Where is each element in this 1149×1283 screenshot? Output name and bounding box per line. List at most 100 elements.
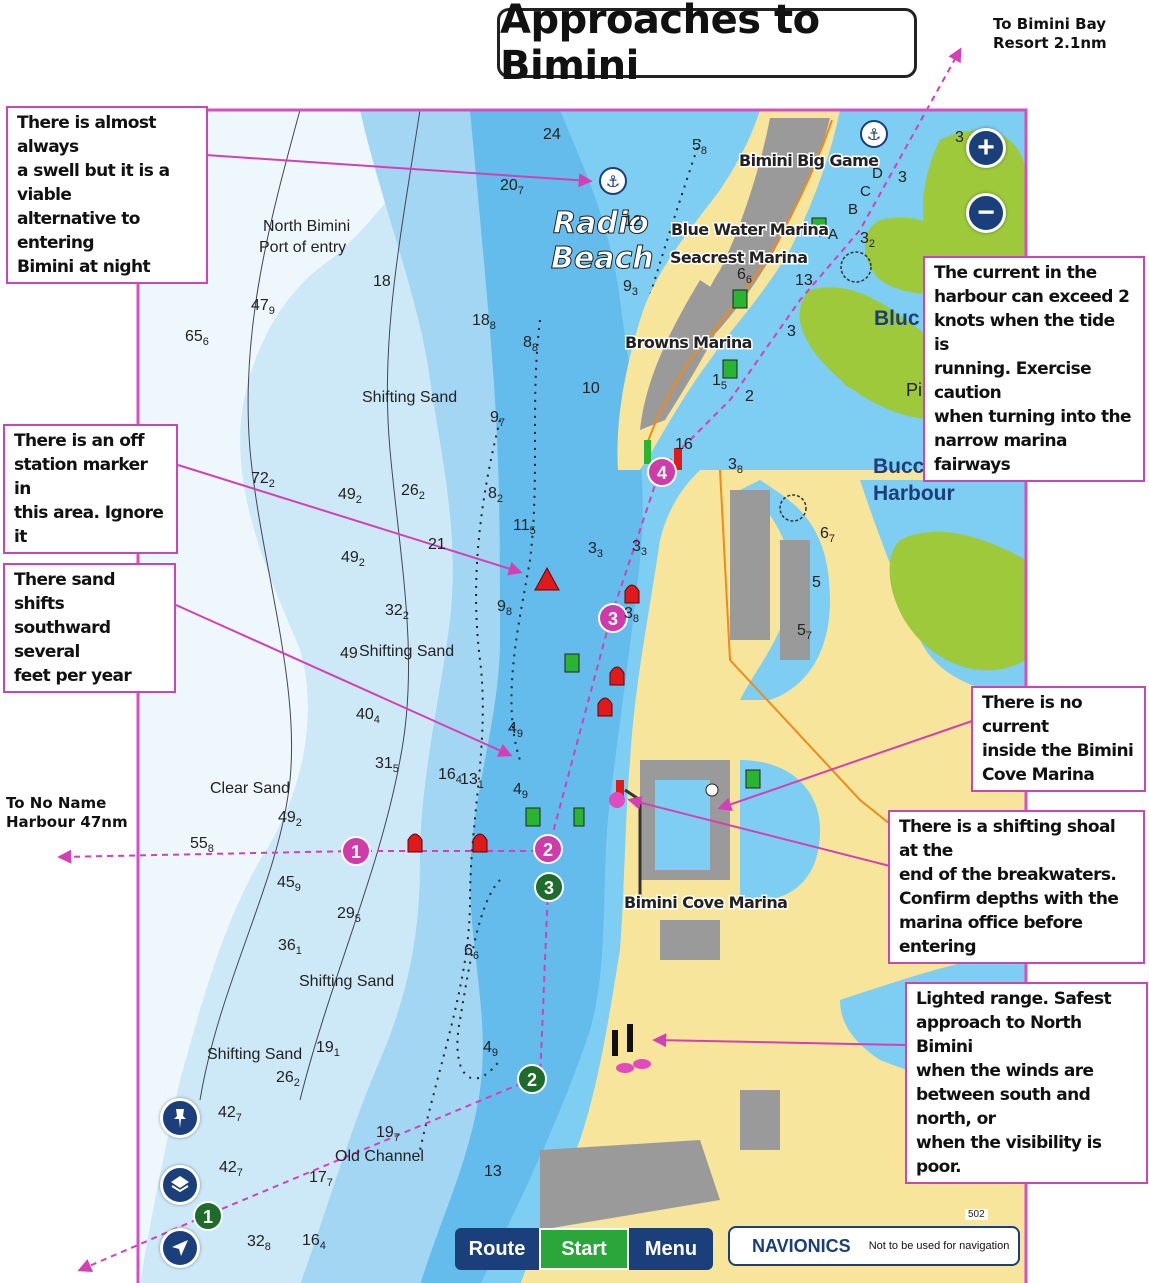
callout-line: Confirm depths with the bbox=[899, 889, 1119, 909]
callout-line: marina office before entering bbox=[899, 913, 1083, 957]
light-flare-icon bbox=[633, 1059, 651, 1069]
developed-area bbox=[730, 490, 770, 640]
depth-sounding: 3 bbox=[787, 323, 796, 340]
callout-line: Lighted range. Safest bbox=[916, 989, 1112, 1009]
red-buoy-icon bbox=[407, 833, 423, 853]
callout-line: The current in the bbox=[934, 263, 1097, 283]
menu-button[interactable]: Menu bbox=[629, 1228, 713, 1270]
waypoint-magenta-1: 1 bbox=[341, 836, 371, 866]
route-button[interactable]: Route bbox=[455, 1228, 539, 1270]
callout-line: There sand shifts bbox=[14, 570, 116, 614]
depth-sounding: 3 bbox=[898, 169, 907, 186]
red-buoy-icon bbox=[472, 833, 488, 853]
depth-contour bbox=[510, 319, 541, 761]
bimini-big-game-label: Bimini Big Game bbox=[739, 151, 879, 170]
depth-sounding: 5 bbox=[812, 574, 821, 591]
callout-sand-shift: There sand shifts southward several feet… bbox=[3, 563, 176, 693]
range-light-icon bbox=[627, 1024, 633, 1052]
svg-text:1: 1 bbox=[203, 1207, 213, 1227]
waypoint-magenta-2: 2 bbox=[533, 834, 563, 864]
svg-text:3: 3 bbox=[608, 609, 618, 629]
callout-line: inside the Bimini bbox=[982, 741, 1134, 761]
shifting-sand-label: Shifting Sand bbox=[299, 973, 394, 990]
dock-letter: C bbox=[860, 183, 871, 200]
blue-water-marina-label: Blue Water Marina bbox=[671, 220, 828, 239]
callout-line: when turning into the bbox=[934, 407, 1132, 427]
mangrove bbox=[799, 287, 951, 420]
old-channel-label: Old Channel bbox=[335, 1148, 424, 1165]
waypoint-magenta-3: 3 bbox=[598, 603, 628, 633]
green-buoy-icon bbox=[722, 359, 738, 379]
callout-line: feet per year bbox=[14, 666, 132, 686]
wreck-icon bbox=[779, 494, 807, 522]
depth-sounding: 13 bbox=[484, 1163, 502, 1180]
blue-partial-label: Bluc bbox=[874, 307, 920, 330]
depth-sounding: 49 bbox=[340, 645, 358, 662]
green-beacon-icon bbox=[644, 440, 651, 464]
locate-button[interactable] bbox=[160, 1228, 200, 1268]
svg-text:3: 3 bbox=[544, 878, 554, 898]
red-beacon-icon bbox=[674, 448, 682, 470]
callout-line: narrow marina fairways bbox=[934, 431, 1067, 475]
callout-line: southward several bbox=[14, 618, 111, 662]
waypoint-green-1: 1 bbox=[193, 1201, 223, 1231]
dock-letter: A bbox=[828, 226, 838, 243]
svg-text:⚓: ⚓ bbox=[606, 172, 620, 191]
mangrove bbox=[889, 531, 1026, 671]
pin-button[interactable] bbox=[160, 1098, 200, 1138]
developed-area bbox=[780, 540, 810, 660]
callout-line: when the visibility is poor. bbox=[916, 1133, 1102, 1177]
zoom-out-button[interactable]: − bbox=[966, 193, 1006, 233]
navigation-arrow-icon bbox=[172, 1240, 188, 1256]
shifting-sand-label: Shifting Sand bbox=[359, 643, 454, 660]
callout-line: There is an off bbox=[14, 431, 144, 451]
zoom-in-button[interactable]: + bbox=[966, 128, 1006, 168]
developed-area bbox=[655, 780, 710, 870]
dock-letter: B bbox=[848, 201, 858, 218]
callout-range: Lighted range. Safest approach to North … bbox=[905, 982, 1148, 1184]
callout-shoal: There is a shifting shoal at the end of … bbox=[888, 810, 1145, 964]
green-buoy-icon bbox=[745, 769, 761, 789]
place-labels: Radio Beach North Bimini Port of entry B… bbox=[207, 150, 980, 1166]
depth-sounding: 3 bbox=[955, 129, 964, 146]
chart-body bbox=[138, 110, 1026, 1283]
green-buoy-icon bbox=[564, 653, 580, 673]
minus-icon: − bbox=[977, 196, 995, 229]
svg-text:4: 4 bbox=[657, 463, 667, 483]
callout-swell: There is almost always a swell but it is… bbox=[6, 106, 208, 284]
seacrest-marina-label: Seacrest Marina bbox=[670, 248, 807, 267]
mangrove bbox=[839, 340, 871, 390]
depth-contour bbox=[199, 110, 301, 1101]
bottom-toolbar: Route Start Menu bbox=[455, 1228, 713, 1272]
svg-text:2: 2 bbox=[543, 840, 553, 860]
callout-line: Bimini at night bbox=[17, 257, 151, 277]
green-buoy-icon bbox=[732, 289, 748, 309]
developed-area bbox=[660, 920, 720, 960]
depth-contour bbox=[639, 139, 701, 331]
light-icon bbox=[609, 792, 625, 808]
developed-area bbox=[740, 1090, 780, 1150]
callout-off-station: There is an off station marker in this a… bbox=[3, 424, 178, 554]
developed-area bbox=[540, 1140, 720, 1230]
callout-line: There is almost always bbox=[17, 113, 156, 157]
off-station-marker-icon bbox=[534, 566, 560, 591]
north-bimini-label: Port of entry bbox=[259, 239, 346, 256]
start-button[interactable]: Start bbox=[539, 1228, 629, 1270]
developed-area bbox=[640, 280, 730, 430]
no-name-harbour-note: To No Name Harbour 47nm bbox=[6, 794, 128, 832]
svg-text:2: 2 bbox=[527, 1070, 537, 1090]
shifting-sand-label: Shifting Sand bbox=[207, 1046, 302, 1063]
green-buoy-icon bbox=[525, 807, 541, 827]
browns-marina-label: Browns Marina bbox=[625, 333, 752, 352]
depth-sounding: 18 bbox=[373, 273, 391, 290]
note-line: To No Name bbox=[6, 794, 107, 812]
depth-contour bbox=[299, 110, 421, 1101]
depth-sounding: 10 bbox=[582, 380, 600, 397]
radio-beach-label: Beach bbox=[551, 241, 654, 276]
shifting-sand-label: Shifting Sand bbox=[362, 389, 457, 406]
callout-line: this area. Ignore it bbox=[14, 503, 164, 547]
pin-icon bbox=[174, 1109, 186, 1128]
bimini-cove-marina-label: Bimini Cove Marina bbox=[624, 893, 787, 912]
layers-button[interactable] bbox=[160, 1165, 200, 1205]
